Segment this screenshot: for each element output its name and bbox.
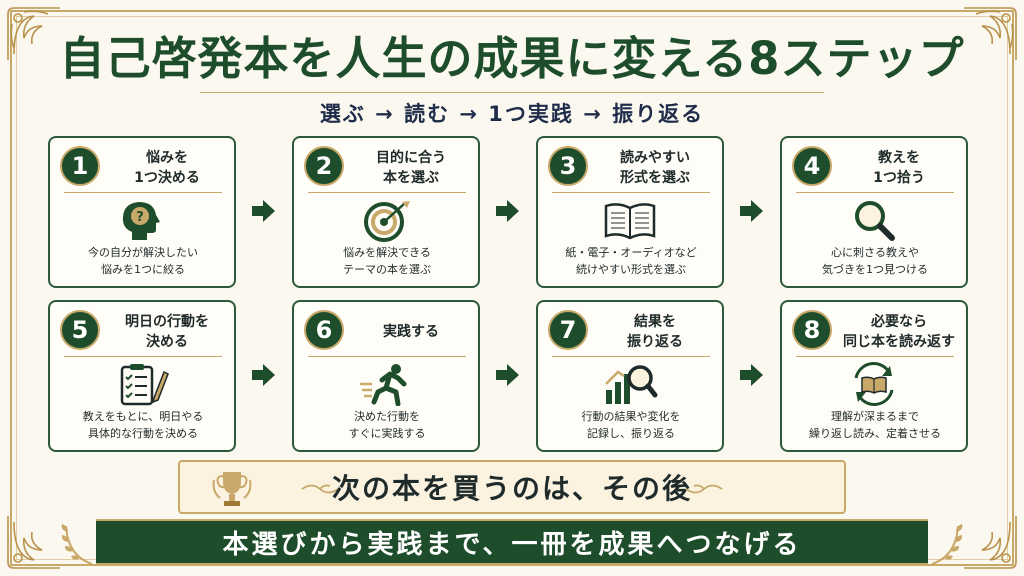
subtitle-divider	[200, 92, 824, 93]
step-card-3: 3 読みやすい 形式を選ぶ 紙・電子・オーディオなど 続けやすい形式を選ぶ	[536, 136, 724, 288]
card-divider	[308, 192, 466, 193]
step-title: 悩みを 1つ決める	[134, 150, 200, 186]
laurel-icon	[58, 520, 98, 566]
corner-ornament-icon	[4, 512, 64, 572]
step-number: 2	[304, 146, 344, 186]
laurel-icon	[926, 520, 966, 566]
step-number: 8	[792, 310, 832, 350]
step-card-1: 1 悩みを 1つ決める ? 今の自分が解決したい 悩みを1つに絞る	[48, 136, 236, 288]
arrow-right-icon	[494, 198, 520, 224]
step-number: 4	[792, 146, 832, 186]
trophy-icon	[210, 468, 254, 510]
subtitle-block: 選ぶ → 読む → 1つ実践 → 振り返る	[0, 92, 1024, 128]
running-person-icon	[358, 362, 414, 407]
step-number: 7	[548, 310, 588, 350]
step-description: 心に刺さる教えや 気づきを1つ見つける	[822, 246, 928, 276]
step-card-2: 2 目的に合う 本を選ぶ 悩みを解決できる テーマの本を選ぶ	[292, 136, 480, 288]
step-description: 今の自分が解決したい 悩みを1つに絞る	[88, 246, 198, 276]
checklist-icon	[114, 362, 170, 406]
step-title: 必要なら 同じ本を読み返す	[843, 314, 955, 350]
step-number: 6	[304, 310, 344, 350]
step-card-8: 8 必要なら 同じ本を読み返す 理解が深まるまで 繰り返し読み、定着させる	[780, 300, 968, 452]
step-title: 実践する	[383, 324, 439, 340]
step-title: 目的に合う 本を選ぶ	[376, 150, 446, 186]
chart-magnifier-icon	[602, 362, 658, 406]
subtitle: 選ぶ → 読む → 1つ実践 → 振り返る	[319, 102, 705, 126]
step-number: 5	[60, 310, 100, 350]
arrow-right-icon	[738, 198, 764, 224]
step-description: 悩みを解決できる テーマの本を選ぶ	[343, 246, 431, 276]
card-divider	[308, 356, 466, 357]
card-divider	[552, 192, 710, 193]
step-description: 紙・電子・オーディオなど 続けやすい形式を選ぶ	[565, 246, 697, 276]
card-divider	[552, 356, 710, 357]
magnifier-icon	[846, 198, 902, 242]
corner-ornament-icon	[4, 4, 64, 64]
next-book-banner: 次の本を買うのは、その後	[178, 460, 846, 514]
banner-text: 次の本を買うのは、その後	[331, 472, 692, 505]
book-cycle-icon	[846, 362, 902, 406]
step-description: 行動の結果や変化を 記録し、振り返る	[581, 410, 681, 440]
step-title: 読みやすい 形式を選ぶ	[620, 150, 690, 186]
card-divider	[64, 192, 222, 193]
card-divider	[796, 356, 954, 357]
target-icon	[358, 198, 414, 242]
head-question-icon: ?	[114, 198, 170, 242]
card-divider	[796, 192, 954, 193]
footer-banner: 本選びから実践まで、一冊を成果へつなげる	[96, 519, 928, 565]
step-number: 1	[60, 146, 100, 186]
arrow-right-icon	[738, 362, 764, 388]
flourish-icon	[300, 480, 340, 498]
step-card-6: 6 実践する 決めた行動を すぐに実践する	[292, 300, 480, 452]
step-description: 教えをもとに、明日やる 具体的な行動を決める	[82, 410, 204, 440]
step-card-7: 7 結果を 振り返る 行動の結果や変化を 記録し、振り返る	[536, 300, 724, 452]
flourish-icon	[684, 480, 724, 498]
page-title: 自己啓発本を人生の成果に変える8ステップ	[59, 32, 965, 85]
step-card-4: 4 教えを 1つ拾う 心に刺さる教えや 気づきを1つ見つける	[780, 136, 968, 288]
step-description: 理解が深まるまで 繰り返し読み、定着させる	[809, 410, 941, 440]
open-book-icon	[602, 198, 658, 242]
arrow-right-icon	[494, 362, 520, 388]
step-card-5: 5 明日の行動を 決める 教えをもとに、明日やる 具体的な行動を決める	[48, 300, 236, 452]
step-title: 教えを 1つ拾う	[873, 150, 925, 186]
step-description: 決めた行動を すぐに実践する	[348, 410, 426, 440]
svg-text:?: ?	[136, 210, 144, 225]
corner-ornament-icon	[960, 4, 1020, 64]
step-title: 結果を 振り返る	[627, 314, 683, 350]
corner-ornament-icon	[960, 512, 1020, 572]
card-divider	[64, 356, 222, 357]
outer-frame	[10, 10, 1014, 566]
arrow-right-icon	[250, 362, 276, 388]
step-title: 明日の行動を 決める	[125, 314, 209, 350]
step-number: 3	[548, 146, 588, 186]
arrow-right-icon	[250, 198, 276, 224]
